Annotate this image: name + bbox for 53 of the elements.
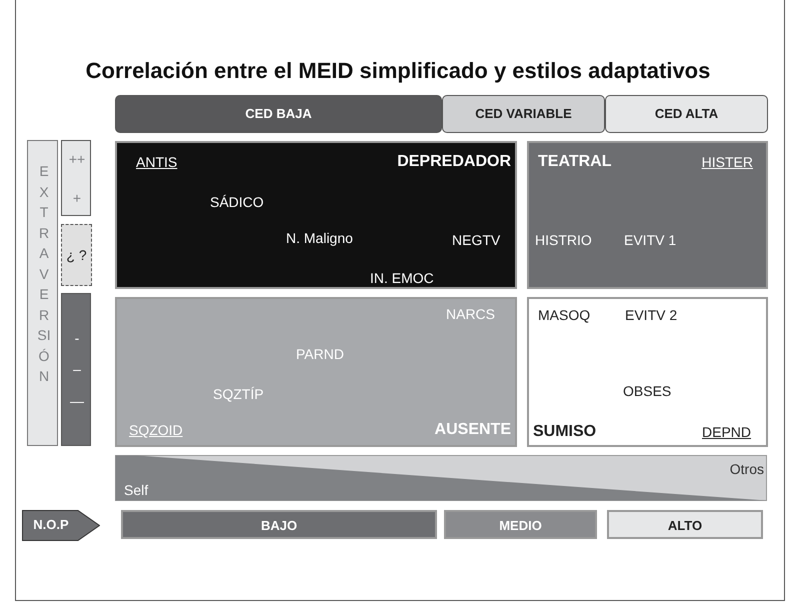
style-label: PARND bbox=[296, 345, 344, 363]
style-label: MASOQ bbox=[538, 306, 590, 324]
style-label: N. Maligno bbox=[286, 229, 353, 247]
level-label: MEDIO bbox=[498, 516, 543, 534]
scale-box bbox=[61, 224, 92, 286]
style-label: ANTIS bbox=[136, 153, 178, 171]
level-label: ALTO bbox=[666, 516, 704, 534]
scale-mark: - bbox=[74, 329, 80, 347]
level-label: BAJO bbox=[260, 516, 298, 534]
header-tab bbox=[442, 95, 605, 133]
scale-mark: ++ bbox=[68, 150, 86, 168]
quadrant-panel bbox=[527, 141, 768, 289]
scale-box bbox=[61, 293, 91, 446]
axis-label: EXTRAVERSIÓN bbox=[37, 162, 51, 386]
style-label: SUMISO bbox=[533, 423, 596, 441]
scale-mark: + bbox=[72, 189, 82, 207]
scale-mark: — bbox=[70, 392, 84, 410]
band-label: Otros bbox=[730, 460, 764, 478]
style-label: TEATRAL bbox=[538, 153, 612, 171]
style-label: SQZOID bbox=[129, 421, 183, 439]
header-tab bbox=[115, 95, 442, 133]
tab-label: CED ALTA bbox=[654, 105, 720, 123]
title: Correlación entre el MEID simplificado y estilos adaptativos bbox=[84, 58, 712, 84]
scale-box bbox=[61, 140, 91, 216]
style-label: NARCS bbox=[446, 305, 496, 323]
style-label: SÁDICO bbox=[210, 193, 264, 211]
style-label: NEGTV bbox=[452, 231, 500, 249]
tag-label: N.O.P bbox=[32, 516, 70, 534]
style-label: OBSES bbox=[623, 382, 672, 400]
quadrant-panel bbox=[115, 297, 517, 447]
header-tab bbox=[605, 95, 768, 133]
style-label: EVITV 1 bbox=[624, 231, 676, 249]
style-label: HISTER bbox=[702, 153, 753, 171]
style-label: SQZTÍP bbox=[213, 385, 264, 403]
band-label: Self bbox=[124, 481, 148, 499]
level-bar bbox=[121, 510, 437, 539]
scale-mark: ¿ ? bbox=[65, 246, 88, 264]
style-label: IN. EMOC bbox=[370, 269, 434, 287]
style-label: DEPND bbox=[702, 423, 752, 441]
quadrant-panel bbox=[115, 141, 517, 289]
style-label: DEPREDADOR bbox=[397, 153, 511, 171]
style-label: HISTRIO bbox=[535, 231, 592, 249]
tab-label: CED VARIABLE bbox=[474, 105, 573, 123]
level-bar bbox=[444, 510, 597, 539]
gradient-band bbox=[115, 455, 767, 501]
style-label: AUSENTE bbox=[434, 421, 511, 439]
quadrant-panel bbox=[527, 297, 768, 447]
axis-band bbox=[27, 140, 58, 446]
scale-mark: – bbox=[73, 360, 81, 378]
tab-label: CED BAJA bbox=[244, 105, 313, 123]
level-bar bbox=[607, 510, 763, 539]
style-label: EVITV 2 bbox=[625, 306, 678, 324]
pointer-tag bbox=[22, 510, 100, 541]
